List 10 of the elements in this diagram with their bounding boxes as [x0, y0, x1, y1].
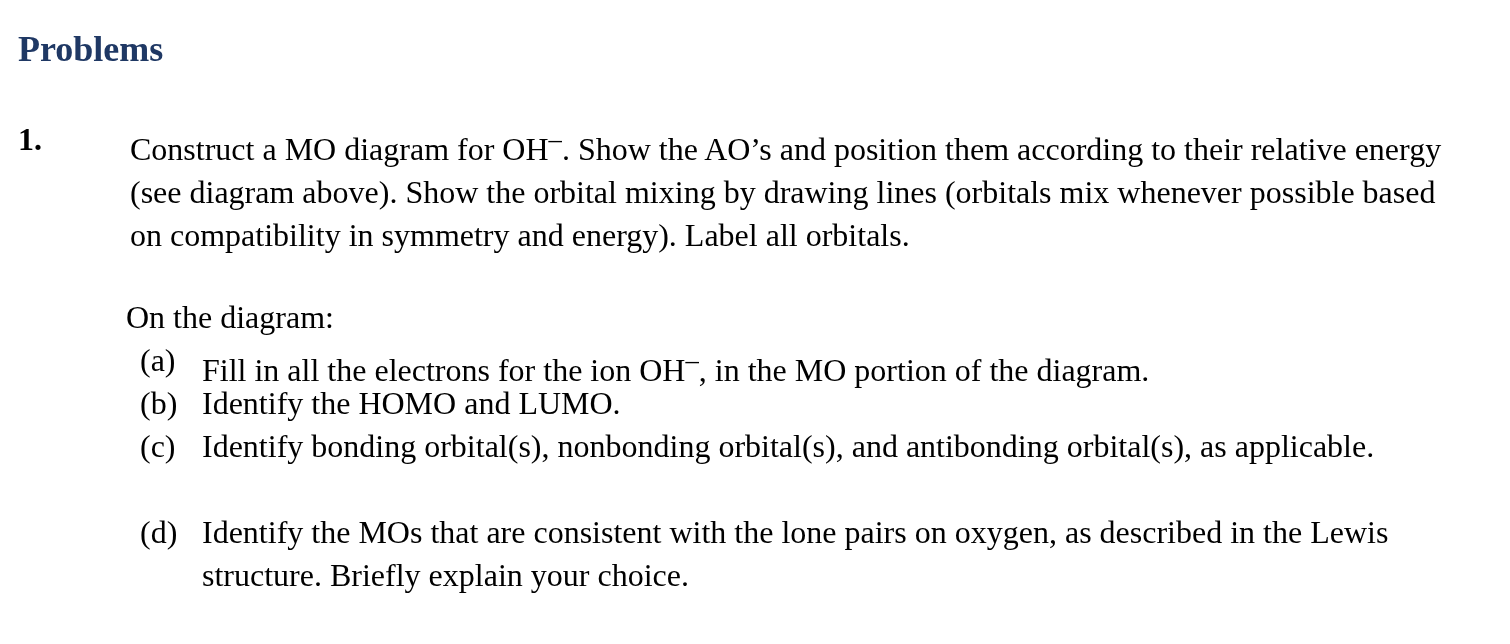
- item-letter: (d): [140, 513, 179, 552]
- item-text: Identify the MOs that are consistent with the lone pairs on oxygen, as described in the Lewis structure. Briefly explain your choice.: [202, 513, 1390, 595]
- item-letter: (b): [140, 384, 179, 423]
- instruction-text: On the diagram:: [126, 298, 335, 337]
- question-text: Construct a MO diagram for OH$^{–}$. Show the AO’s and position them according to their relative energy (see diagram above). Show the orbital mixing by drawing lines (orbitals mix whenever possible based on compatibility in symmetry and energy). Label all orbitals.: [130, 123, 1443, 255]
- question-number: 1.: [18, 120, 43, 159]
- item-letter: (a): [140, 341, 177, 380]
- page-heading: Problems: [18, 28, 164, 70]
- item-text: Identify bonding orbital(s), nonbonding orbital(s), and antibonding orbital(s), as applicable.: [202, 427, 1376, 466]
- item-letter: (c): [140, 427, 177, 466]
